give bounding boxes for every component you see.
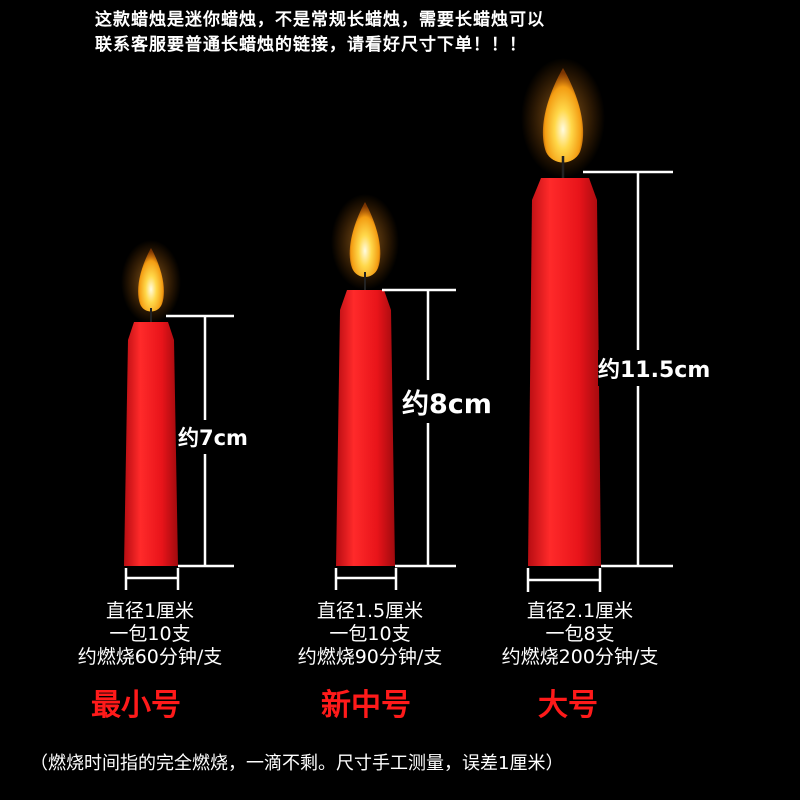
burn-time-text: 约燃烧90分钟/支 [297, 646, 443, 668]
candle-large [521, 58, 673, 592]
size-name-large: 大号 [538, 688, 598, 723]
height-label-small: 约7cm [178, 420, 248, 454]
flame-icon [542, 68, 584, 163]
flame-icon [349, 202, 381, 277]
candle-body [124, 322, 178, 566]
candle-small [121, 240, 234, 590]
burn-time-text: 约燃烧60分钟/支 [77, 646, 223, 668]
top-notice: 这款蜡烛是迷你蜡烛，不是常规长蜡烛，需要长蜡烛可以 联系客服要普通长蜡烛的链接，… [95, 8, 715, 58]
top-notice-line-2: 联系客服要普通长蜡烛的链接，请看好尺寸下单！！！ [95, 35, 527, 55]
size-name-small: 最小号 [91, 688, 181, 723]
burn-time-text: 约燃烧200分钟/支 [501, 646, 659, 668]
info-medium: 直径1.5厘米 一包10支 约燃烧90分钟/支 [270, 600, 470, 669]
pack-text: 一包10支 [109, 623, 191, 645]
height-label-medium: 约8cm [402, 380, 492, 423]
diameter-text: 直径2.1厘米 [526, 600, 634, 622]
footnote: （燃烧时间指的完全燃烧，一滴不剩。尺寸手工测量，误差1厘米） [30, 753, 564, 774]
candle-medium [331, 194, 456, 590]
flame-icon [138, 248, 164, 312]
info-large: 直径2.1厘米 一包8支 约燃烧200分钟/支 [480, 600, 680, 669]
height-label-large: 约11.5cm [598, 350, 711, 386]
candle-body [528, 178, 601, 566]
candle-body [336, 290, 395, 566]
top-notice-line-1: 这款蜡烛是迷你蜡烛，不是常规长蜡烛，需要长蜡烛可以 [95, 10, 545, 30]
pack-text: 一包10支 [329, 623, 411, 645]
pack-text: 一包8支 [545, 623, 615, 645]
size-name-medium: 新中号 [321, 688, 411, 723]
diameter-text: 直径1.5厘米 [316, 600, 424, 622]
diameter-text: 直径1厘米 [105, 600, 195, 622]
info-small: 直径1厘米 一包10支 约燃烧60分钟/支 [50, 600, 250, 669]
